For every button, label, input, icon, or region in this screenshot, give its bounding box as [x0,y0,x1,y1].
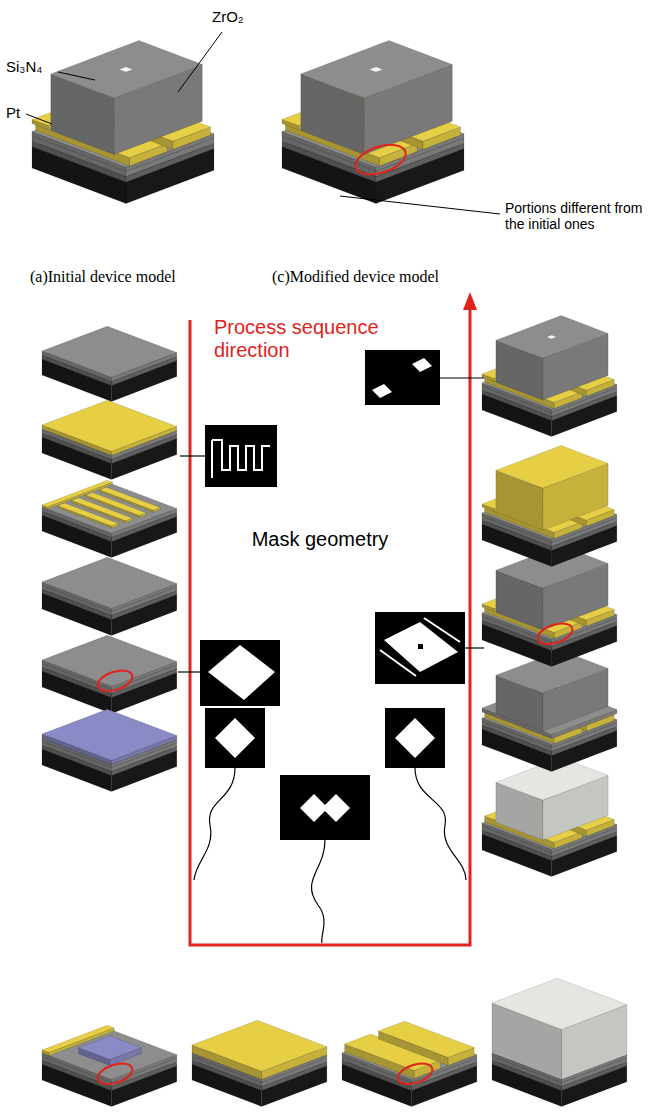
highlight-circle [535,620,575,648]
part-label: Si₃N₄ [6,58,42,75]
callout-note: Portions different from the initial ones [505,200,647,232]
mask-geometry [200,350,465,840]
leader-line [58,72,95,80]
layer-face [42,482,177,533]
layer-face [79,1036,142,1060]
layer-face [192,1020,327,1071]
mask-pattern [424,618,460,642]
layer-face [301,41,453,98]
connector-curve [311,840,325,943]
mask-pattern [380,650,416,676]
mask-pattern [322,794,350,822]
highlight-circle [95,667,135,695]
layer-face [42,557,177,608]
layer-face [496,446,608,489]
highlight-circle [95,1060,135,1088]
mask [205,708,265,768]
connector-curve [415,768,466,880]
layer-face [369,67,383,72]
layer-face [99,490,153,513]
connector-line [465,647,484,648]
mask-connectors [178,378,484,943]
highlight-circle [352,139,409,180]
connector-line [178,671,200,672]
mask [375,612,465,684]
highlight-circle [395,1060,435,1088]
mask [205,425,277,487]
sequence-arrowhead [463,292,477,310]
process-frame [190,292,477,945]
mask-pattern [215,718,255,758]
mask-pattern [384,622,458,672]
part-label: ZrO₂ [212,8,244,25]
leader-line [26,114,52,124]
layer-face [42,1028,177,1079]
connector-line [440,377,484,378]
layer-face [492,978,627,1029]
leader-lines [26,32,500,214]
layer-face [42,326,177,377]
layer-face [42,709,177,760]
mask-pattern [395,718,435,758]
mask [385,708,445,768]
process-direction-label: Process sequence direction [214,316,404,362]
mask [200,640,280,706]
layer-face [42,400,177,451]
mask-pattern [211,440,213,478]
figure-caption: (c)Modified device model [272,268,439,286]
layer-face [119,67,133,72]
mask-pattern [212,440,270,470]
figure-caption: (a)Initial device model [30,268,176,286]
mask-pattern [208,645,275,700]
layer-face [42,635,177,686]
mask [280,775,370,840]
mask-hole [418,644,423,649]
leader-line [178,32,222,92]
layer-face [496,316,608,359]
mask [365,350,440,405]
layer-face [379,1021,475,1057]
layer-face [546,335,556,339]
sequence-line [190,308,470,945]
layer-face [99,487,160,510]
mask-pattern [412,358,432,372]
leader-line [340,196,500,214]
part-label: Pt [6,104,20,121]
connector-line [180,455,205,456]
mask-pattern [372,384,392,398]
connector-curve [194,768,235,880]
mask-label: Mask geometry [230,528,410,551]
